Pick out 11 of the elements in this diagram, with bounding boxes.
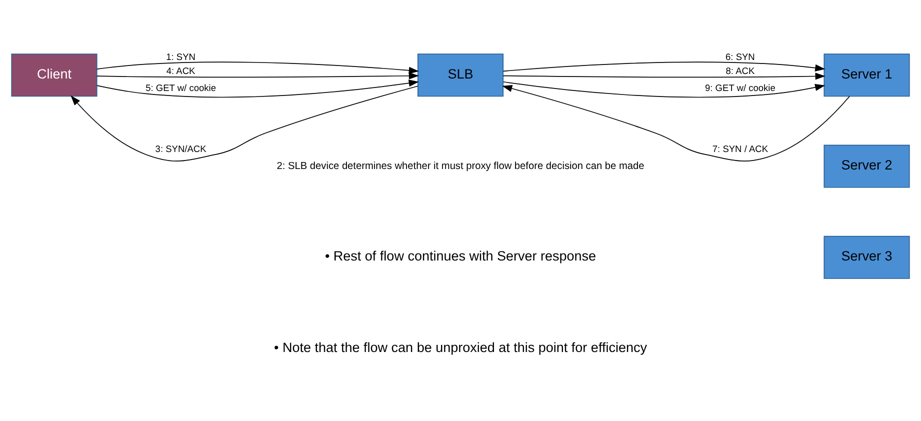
edge-label: 8: ACK <box>726 66 755 76</box>
edge-label: 4: ACK <box>166 66 196 76</box>
edge-label: 3: SYN/ACK <box>155 143 206 154</box>
edge-label: 1: SYN <box>166 51 196 62</box>
label: • Rest of flow continues with Server response <box>324 248 596 264</box>
label: 2: SLB device determines whether it must proxy flow before decision can be made <box>276 160 644 172</box>
edge-label: 7: SYN / ACK <box>712 143 768 154</box>
edge-label: 5: GET w/ cookie <box>146 82 216 93</box>
label: • Note that the flow can be unproxied at this point for efficiency <box>274 339 647 354</box>
edge-label: 9: GET w/ cookie <box>705 82 776 93</box>
edge-label: 6: SYN <box>726 51 755 62</box>
